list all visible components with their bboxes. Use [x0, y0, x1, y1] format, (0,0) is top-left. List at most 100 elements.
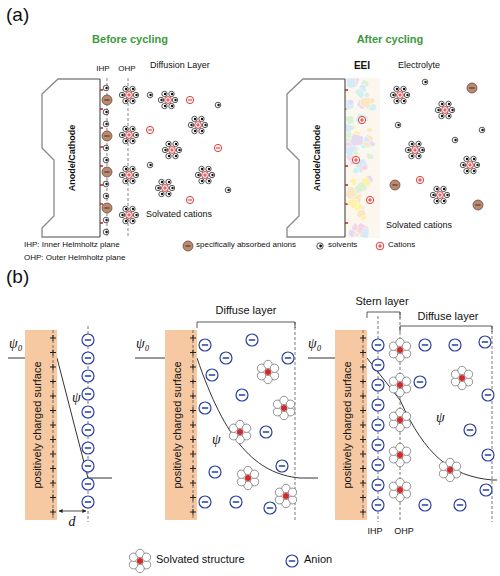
electrode-label: Anode/Cathode	[68, 125, 77, 192]
after-cycling-scene	[345, 78, 380, 238]
potential-symbol: ψ	[212, 432, 221, 448]
eei-grain	[361, 165, 368, 171]
solvent-molecule	[195, 172, 200, 177]
anion	[282, 352, 294, 364]
solvent-molecule	[401, 86, 406, 91]
solvated-cation	[119, 206, 138, 224]
solvated-cation	[435, 101, 454, 119]
charged-surface-band: positively charged surface	[25, 330, 57, 520]
solvated-structure	[389, 373, 410, 396]
anion	[372, 439, 384, 451]
solvent-molecule	[206, 166, 211, 171]
legend-text: Cations	[388, 240, 415, 249]
solvent-molecule	[206, 178, 211, 183]
solvent-molecule	[419, 147, 424, 152]
solvent-molecule	[166, 141, 171, 146]
anion	[82, 442, 94, 454]
anion	[414, 376, 426, 388]
stern-model	[308, 312, 497, 522]
solvent-molecule	[471, 168, 476, 173]
solvent-molecule	[395, 122, 401, 128]
eei-grain	[350, 178, 357, 186]
anion	[372, 419, 384, 431]
solvent-molecule	[215, 102, 221, 108]
anion	[82, 478, 94, 490]
region-label: Electrolyte	[398, 60, 440, 70]
potential-curve	[135, 358, 318, 478]
anion	[482, 389, 494, 401]
region-label: Diffusion Layer	[150, 60, 210, 70]
layer-label: Diffuse layer	[216, 304, 277, 317]
distance-arrow	[59, 511, 86, 512]
adsorbed-anion	[390, 180, 400, 190]
adsorbed-anion	[102, 131, 112, 141]
solvent-molecule	[394, 98, 399, 103]
eei-grain	[347, 100, 354, 106]
solvent-molecule	[446, 113, 451, 118]
anion	[82, 406, 94, 418]
solvated-structure	[273, 396, 294, 419]
solvated-structure	[389, 408, 410, 431]
solvated-cation	[195, 166, 214, 184]
eei-grain	[354, 89, 365, 100]
adsorbed-anion	[467, 83, 477, 93]
eei-grain	[350, 133, 364, 146]
potential-symbol: ψ	[72, 390, 81, 406]
cation	[437, 192, 444, 199]
anion	[449, 339, 461, 351]
anion	[82, 496, 94, 508]
solvent-molecule	[119, 132, 124, 137]
solvent-molecule	[464, 168, 469, 173]
cation	[442, 107, 449, 114]
solvent-molecule	[474, 162, 479, 167]
anion	[82, 388, 94, 400]
eei-grain	[356, 209, 366, 218]
solvent-molecule	[133, 132, 138, 137]
plane-label: OHP	[118, 64, 135, 73]
anion	[454, 499, 466, 511]
solvated-cation	[155, 179, 174, 197]
adsorbed-anion	[102, 203, 112, 213]
cation	[126, 92, 133, 99]
charged-surface-band: positively charged surface	[335, 330, 367, 520]
solvent-molecule	[103, 145, 109, 151]
solvent-molecule	[103, 217, 109, 223]
eei-grain	[354, 182, 368, 194]
solvent-molecule	[133, 92, 138, 97]
solvent-molecule	[405, 147, 410, 152]
anion	[260, 426, 272, 438]
anion	[372, 379, 384, 391]
cation	[352, 156, 359, 163]
solvent-molecule	[159, 179, 164, 184]
solvated-cation	[188, 116, 207, 134]
layer-label: Stern layer	[355, 295, 408, 308]
anion	[199, 339, 211, 351]
diffuse-bracket	[400, 326, 492, 332]
solvent-molecule	[123, 138, 128, 143]
potential-curve	[8, 358, 112, 478]
cation	[126, 132, 133, 139]
solvent-molecule	[123, 86, 128, 91]
solvent-molecule	[123, 218, 128, 223]
solvent-molecule	[133, 172, 138, 177]
solvent-molecule	[130, 86, 135, 91]
solvent-molecule	[435, 107, 440, 112]
anion	[206, 369, 218, 381]
solvent-molecule	[166, 179, 171, 184]
adsorbed-anion	[183, 241, 193, 251]
solvent-molecule	[434, 198, 439, 203]
solvated-structure	[439, 458, 460, 481]
cation	[169, 147, 176, 154]
anion	[286, 555, 298, 567]
anion	[480, 484, 492, 496]
solvent-molecule	[471, 156, 476, 161]
solvent-molecule	[130, 166, 135, 171]
solvent-molecule	[133, 212, 138, 217]
cation	[467, 162, 474, 169]
solvent-molecule	[416, 153, 421, 158]
cation	[165, 97, 172, 104]
anion	[419, 499, 431, 511]
helmholtz-model	[8, 326, 112, 522]
solvated-structure	[237, 466, 258, 489]
